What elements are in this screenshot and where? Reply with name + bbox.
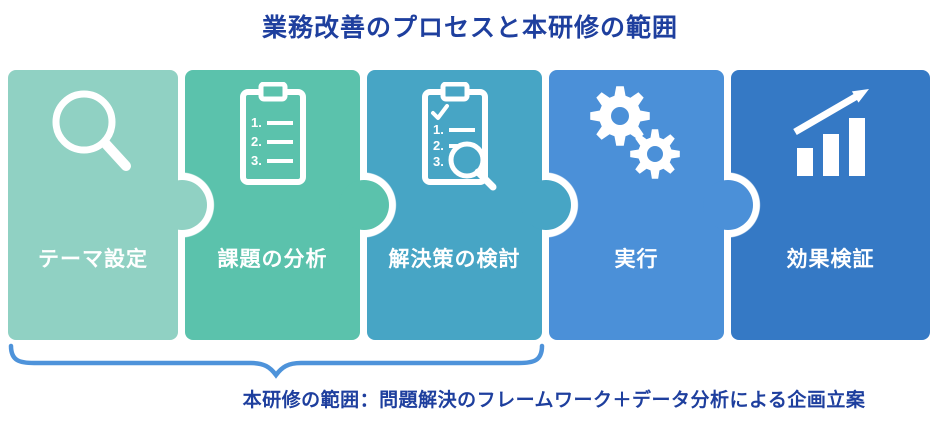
magnifier-icon-svg <box>52 90 131 171</box>
svg-text:3.: 3. <box>251 153 262 168</box>
svg-text:1.: 1. <box>251 115 262 130</box>
step-label: 解決策の検討 <box>388 248 521 271</box>
step-effect-verification: 効果検証 <box>731 70 930 340</box>
svg-text:1.: 1. <box>433 122 444 137</box>
step-theme-setting: テーマ設定 <box>8 70 207 340</box>
magnifier-icon <box>8 82 178 190</box>
step-label: 実行 <box>614 248 659 271</box>
step-label: 効果検証 <box>786 248 875 271</box>
svg-text:2.: 2. <box>433 138 444 153</box>
gears-icon-svg <box>590 86 680 179</box>
checklist-icon-svg: 1. 2. 3. <box>239 82 306 185</box>
bar-chart-growth-icon-svg <box>792 89 869 176</box>
page-title: 業務改善のプロセスと本研修の範囲 <box>261 14 678 42</box>
checklist-magnifier-icon: 1. 2. 3. <box>367 82 542 192</box>
step-problem-analysis: 1. 2. 3. 課題の分析 <box>185 70 389 340</box>
step-label: テーマ設定 <box>38 248 148 271</box>
step-solution-review: 1. 2. 3. 解決策の検討 <box>367 70 571 340</box>
checklist-magnifier-icon-svg: 1. 2. 3. <box>421 82 496 191</box>
gears-icon <box>549 82 724 187</box>
step-execution: 実行 <box>549 70 753 340</box>
bar-chart-growth-icon <box>731 82 930 182</box>
scope-brace <box>8 343 545 379</box>
svg-text:2.: 2. <box>251 134 262 149</box>
numbered-checklist-icon: 1. 2. 3. <box>185 82 360 188</box>
svg-text:3.: 3. <box>433 154 444 169</box>
scope-note: 本研修の範囲：問題解決のフレームワーク＋データ分析による企画立案 <box>242 390 866 411</box>
step-label: 課題の分析 <box>217 248 328 271</box>
